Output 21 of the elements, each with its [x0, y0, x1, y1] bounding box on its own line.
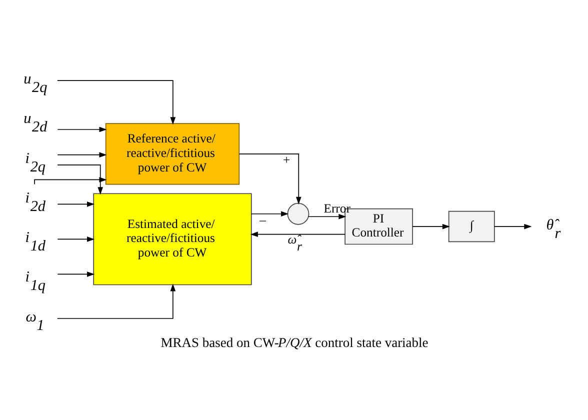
arrow: [412, 223, 450, 229]
node-box: Estimated active/ reactive/fictitious power of CW: [93, 192, 252, 285]
arrow: [56, 80, 176, 124]
arrow: [57, 236, 95, 242]
arrow: [57, 152, 107, 157]
arrow: [308, 213, 346, 219]
arrow: [57, 126, 107, 132]
arrow: [56, 283, 176, 318]
node-box: Reference active/ reactive/fictitious power of CW: [105, 122, 240, 184]
arrow: [57, 201, 95, 206]
arrow: [57, 164, 104, 194]
arrow: [57, 271, 95, 276]
node-box: ∫: [448, 210, 495, 242]
arrow: [250, 231, 346, 236]
arrow: [494, 223, 532, 229]
arrow: [250, 210, 289, 216]
edge-label: –: [260, 212, 266, 226]
caption: MRAS based on CW-P/Q/X control state variable: [160, 334, 428, 350]
arrow: [238, 153, 302, 204]
node-circle: [287, 202, 310, 224]
edge-label: +: [283, 152, 290, 167]
